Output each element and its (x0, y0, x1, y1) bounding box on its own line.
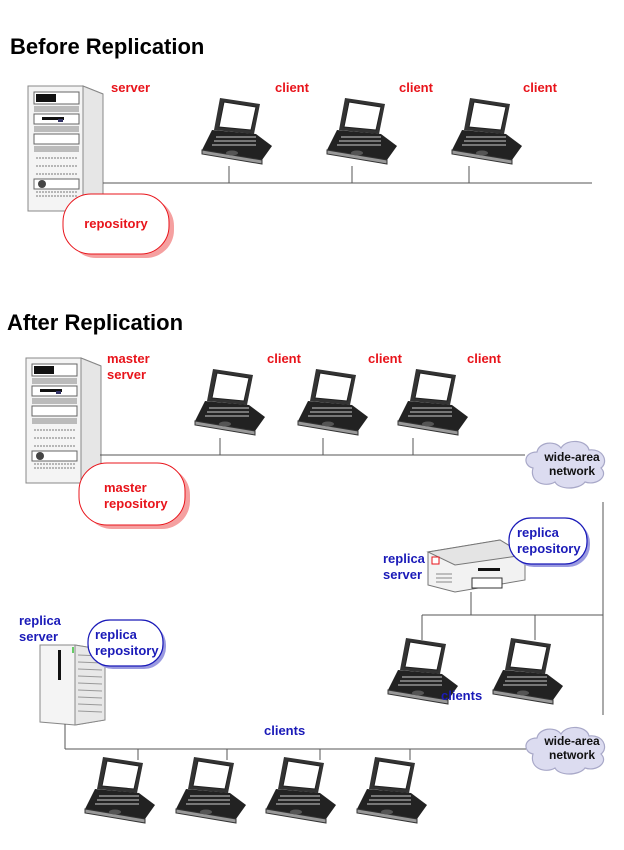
laptop-icon (84, 756, 156, 824)
client-label: client (399, 80, 433, 95)
replica-server-tower-icon (39, 644, 106, 726)
replica-server-right-label: replica server (383, 551, 425, 582)
client-label: client (467, 351, 501, 366)
laptop-icon (451, 97, 523, 165)
wan-label-top: wide-area network (544, 450, 600, 478)
client-label: client (523, 80, 557, 95)
laptop-icon (297, 368, 369, 436)
replica-repository-blob (508, 517, 588, 565)
client-label: client (368, 351, 402, 366)
laptop-icon (265, 756, 337, 824)
replica-repository-right-label: replica repository (517, 525, 581, 556)
laptop-icon (492, 637, 564, 705)
laptop-icon (326, 97, 398, 165)
replica-repository-blob-left (87, 619, 164, 667)
server-label: server (111, 80, 151, 95)
clients-bottom-label: clients (264, 723, 306, 738)
laptop-icon (356, 756, 428, 824)
server-tower-icon (27, 85, 104, 212)
replica-repository-left-label: replica repository (95, 627, 159, 658)
laptop-icon (201, 97, 273, 165)
client-label: client (267, 351, 301, 366)
repository-blob (62, 193, 170, 255)
client-label: client (275, 80, 309, 95)
master-repository-blob (78, 462, 186, 526)
clients-right-label: clients (441, 688, 483, 703)
after-title: After Replication (7, 310, 184, 335)
laptop-icon (175, 756, 247, 824)
replica-server-left-label: replica server (19, 613, 61, 644)
replica-server-desktop-icon (426, 539, 527, 593)
wan-label-bottom: wide-area network (544, 734, 600, 762)
master-server-label: master server (107, 351, 150, 382)
master-repository-label: master repository (104, 480, 168, 511)
repository-label: repository (84, 216, 148, 231)
laptop-icon (397, 368, 469, 436)
master-server-tower-icon (25, 357, 102, 484)
laptop-icon (194, 368, 266, 436)
before-title: Before Replication (10, 34, 205, 59)
